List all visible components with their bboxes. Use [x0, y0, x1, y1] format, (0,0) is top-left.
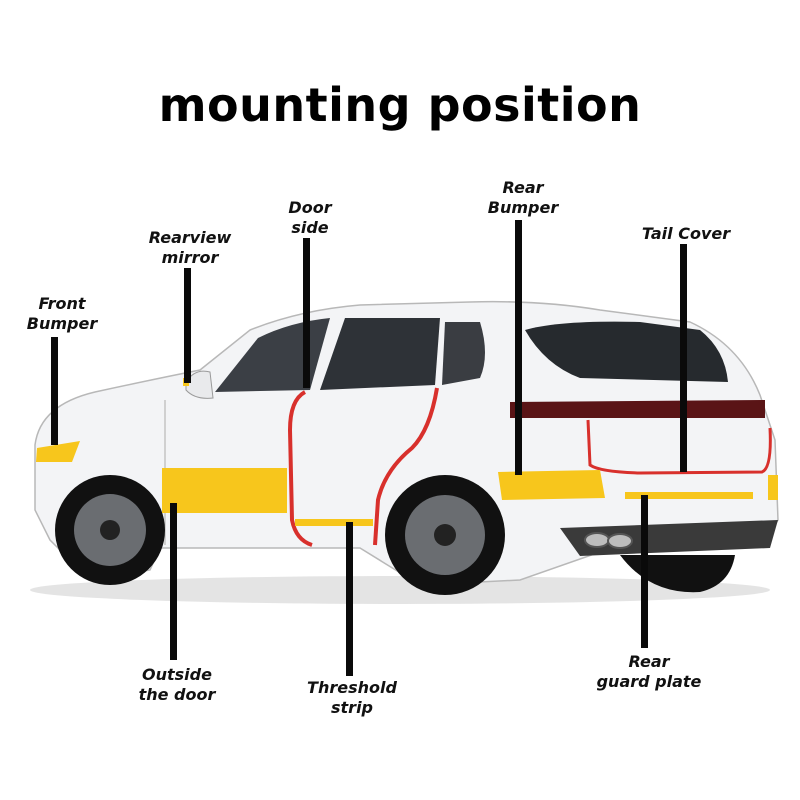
label-threshold-strip: Threshold strip	[307, 678, 397, 717]
label-rearview-mirror: Rearview mirror	[148, 228, 232, 267]
leader-outside-door	[170, 503, 177, 660]
rear-corner-strip	[768, 475, 778, 500]
label-rear-guard-plate: Rear guard plate	[596, 652, 702, 691]
label-rear-bumper: Rear Bumper	[487, 178, 559, 217]
leader-tail-cover	[680, 244, 687, 472]
far-rear-wheel	[620, 555, 735, 593]
ground-shadow	[30, 576, 770, 604]
leader-rear-guard-plate	[641, 495, 648, 648]
front-wheel	[55, 475, 165, 585]
rear-wheel	[385, 475, 505, 595]
leader-threshold-strip	[346, 522, 353, 676]
leader-rearview-mirror	[184, 268, 191, 383]
side-window-rear	[320, 318, 440, 390]
door-edge-strip-rear	[373, 387, 439, 546]
exhaust-left	[584, 532, 610, 548]
rear-window	[525, 321, 728, 382]
tail-light	[510, 400, 765, 418]
rear-guard-plate-strip	[625, 492, 753, 499]
label-outside-door: Outside the door	[138, 665, 216, 704]
front-bumper-strip	[36, 441, 80, 462]
threshold-strip	[295, 519, 373, 526]
side-window-front	[215, 318, 330, 392]
leader-front-bumper	[51, 337, 58, 445]
label-door-side: Door side	[288, 198, 332, 237]
label-front-bumper: Front Bumper	[26, 294, 98, 333]
leader-rear-bumper	[515, 220, 522, 475]
leader-door-side	[303, 238, 310, 388]
page-title: mounting position	[158, 78, 642, 132]
side-mirror	[185, 370, 214, 399]
outside-door-strip	[162, 468, 287, 513]
exhaust-right	[607, 533, 633, 549]
door-edge-strip-front	[287, 390, 313, 547]
tail-cover-strip	[586, 419, 772, 475]
rear-bumper-strip	[498, 470, 605, 500]
label-tail-cover: Tail Cover	[641, 224, 731, 243]
quarter-window	[442, 322, 485, 385]
